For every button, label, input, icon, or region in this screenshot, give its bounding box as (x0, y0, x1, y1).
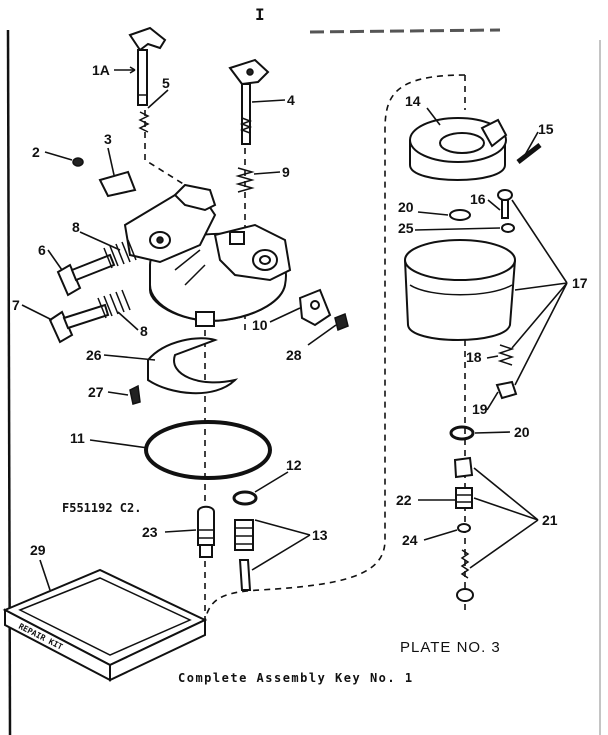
footer-caption: Complete Assembly Key No. 1 (178, 671, 414, 685)
part-washer-20-bottom (449, 425, 475, 441)
part-washer-20-top (449, 209, 471, 221)
part-idle-screw-6 (56, 239, 137, 297)
callout-5: 5 (162, 75, 170, 91)
callout-18: 18 (466, 349, 482, 365)
callout-14: 14 (405, 93, 421, 109)
callout-6: 6 (38, 242, 46, 258)
part-spring-18 (497, 344, 515, 366)
header-smudge (309, 28, 501, 34)
part-spring-5 (138, 111, 150, 133)
page-border-line (6, 29, 12, 735)
part-screw-2 (72, 157, 84, 167)
callout-22: 22 (396, 492, 412, 508)
drawing-code: F551192 C2. (62, 501, 141, 515)
callout-25: 25 (398, 220, 414, 236)
callout-1A: 1A (92, 62, 110, 78)
part-gasket-ring-11 (144, 420, 272, 480)
centerline-float-bowl (204, 74, 466, 621)
part-float-26 (147, 337, 239, 395)
bracket-hole (310, 300, 320, 310)
callout-12: 12 (286, 457, 302, 473)
callout-10: 10 (252, 317, 268, 333)
callout-23: 23 (142, 524, 158, 540)
part-nut-19 (495, 380, 518, 400)
callout-24: 24 (402, 532, 418, 548)
centerline-throttle (144, 110, 186, 186)
part-drain-assembly-21 (453, 456, 474, 602)
part-choke-shaft (228, 58, 270, 145)
part-washer-25 (501, 223, 515, 233)
callout-20-lower: 20 (514, 424, 530, 440)
callout-29: 29 (30, 542, 46, 558)
part-carburetor-body (123, 183, 292, 327)
part-needle-seat-13 (234, 519, 254, 591)
callout-13: 13 (312, 527, 328, 543)
part-float-bowl-17 (404, 239, 516, 341)
leader-lines (21, 66, 568, 591)
callout-9: 9 (282, 164, 290, 180)
callout-16: 16 (470, 191, 486, 207)
part-throttle-plate-3 (98, 170, 137, 198)
callout-2: 2 (32, 144, 40, 160)
callout-4: 4 (287, 92, 295, 108)
callout-8-lower: 8 (140, 323, 148, 339)
part-main-jet-23 (197, 505, 215, 558)
callout-17: 17 (572, 275, 588, 291)
part-screw-28 (334, 312, 349, 332)
part-washer-12 (232, 490, 258, 506)
part-pin-15 (516, 143, 542, 164)
callout-15: 15 (538, 121, 554, 137)
repair-kit-box: REPAIR KIT (2, 568, 208, 682)
callout-3: 3 (104, 131, 112, 147)
part-pin-27 (129, 384, 141, 405)
callout-21: 21 (542, 512, 558, 528)
part-spring-9 (235, 167, 255, 193)
part-bowl-gasket-14 (409, 117, 508, 181)
plate-number: PLATE NO. 3 (400, 639, 501, 656)
callout-26: 26 (86, 347, 102, 363)
callout-11: 11 (70, 430, 85, 446)
callout-27: 27 (88, 384, 104, 400)
part-main-screw-7 (48, 289, 131, 344)
header-mark: I (255, 5, 265, 24)
part-screw-16 (497, 189, 513, 219)
callout-20-upper: 20 (398, 199, 414, 215)
part-throttle-shaft (128, 26, 167, 106)
callout-28: 28 (286, 347, 302, 363)
callout-8-upper: 8 (72, 219, 80, 235)
callout-7: 7 (12, 297, 20, 313)
callout-19: 19 (472, 401, 488, 417)
